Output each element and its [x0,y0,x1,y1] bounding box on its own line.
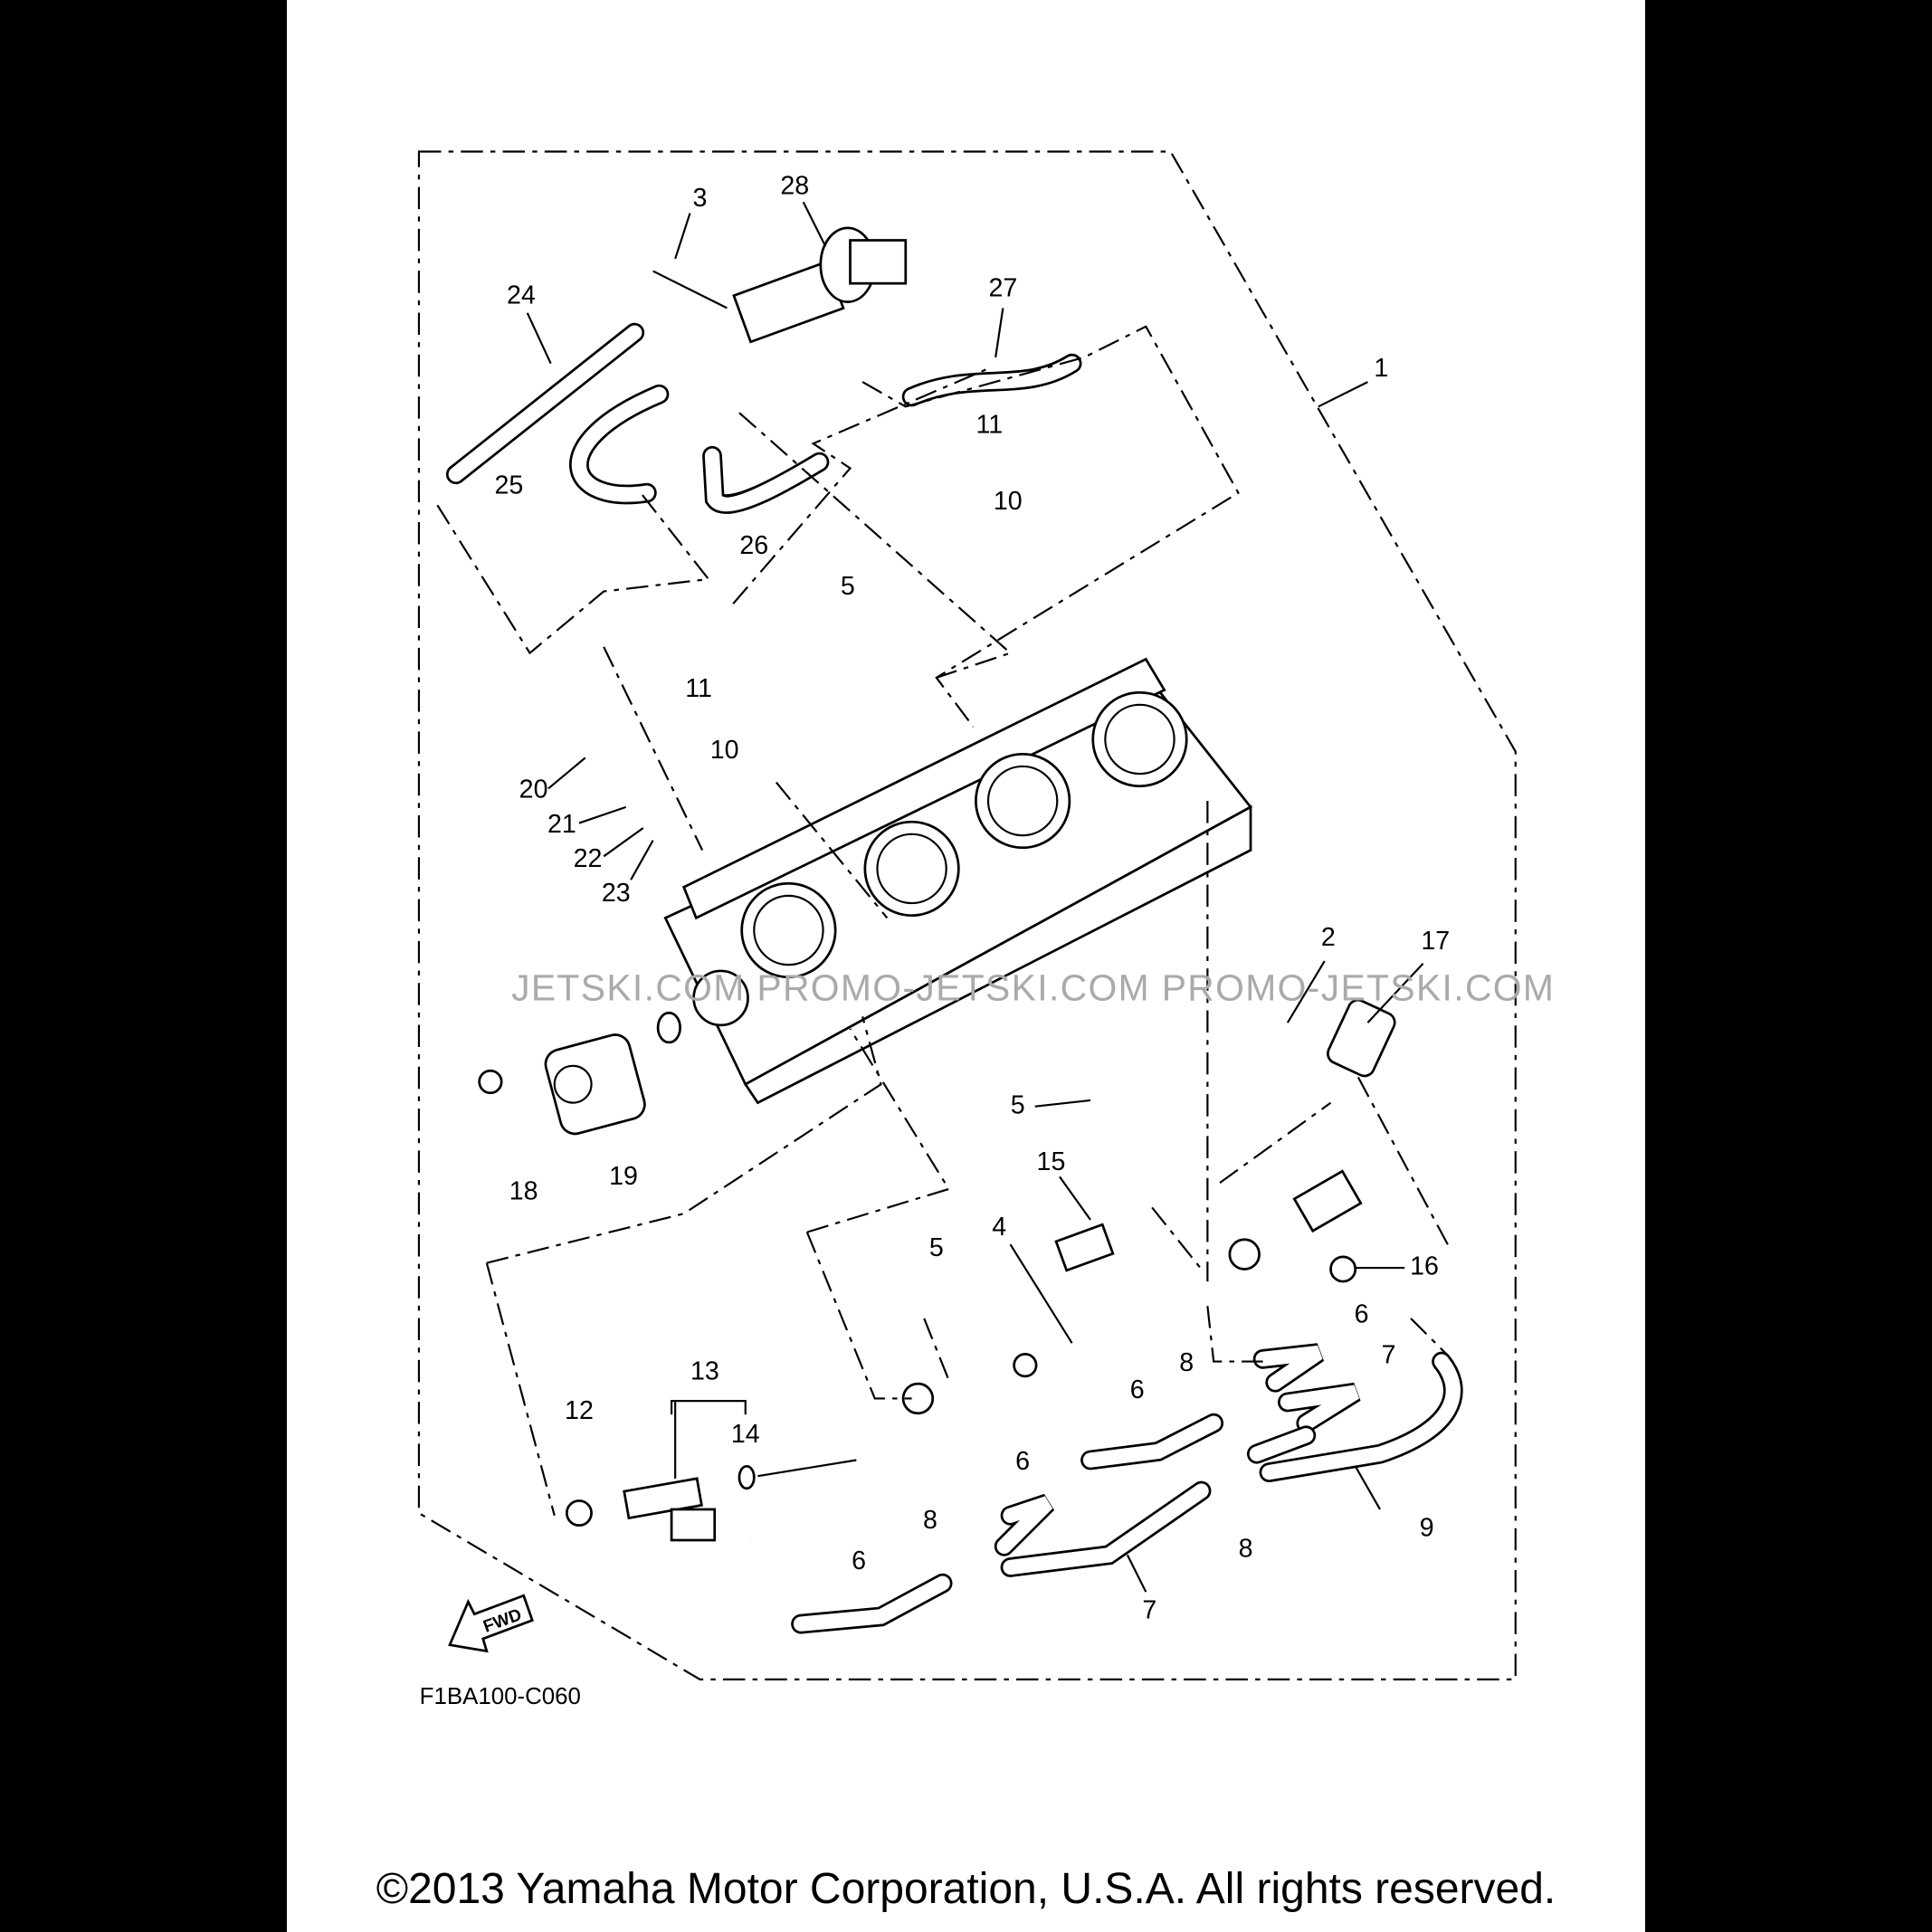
callout-28: 6 [1130,1375,1145,1404]
callout-37: 7 [1142,1596,1156,1625]
callout-21: 15 [1037,1147,1066,1176]
callout-16: 2 [1321,923,1336,952]
fwd-arrow: FWD [448,1594,534,1653]
copyright-footer: ©2013 Yamaha Motor Corporation, U.S.A. A… [376,1865,1556,1913]
callout-5: 11 [976,411,1004,440]
callout-36: 6 [852,1547,866,1575]
callout-32: 6 [1015,1447,1030,1476]
throttle-body [663,657,1253,1105]
watermark: JETSKI.COM PROMO-JETSKI.COM PROMO-JETSKI… [511,967,1555,1009]
callout-13: 21 [547,810,576,839]
callout-2: 24 [507,281,536,310]
callout-10: 11 [685,674,712,703]
callout-11: 10 [710,736,739,765]
callout-30: 13 [690,1356,719,1385]
sensor-17 [1327,998,1396,1078]
throttle-sensor [478,1011,681,1136]
callout-14: 22 [574,844,603,873]
callout-7: 25 [494,471,523,500]
callout-20: 19 [609,1162,638,1191]
callout-24: 16 [1410,1252,1439,1281]
callout-9: 5 [841,572,855,601]
callout-8: 26 [739,531,768,560]
callout-15: 23 [602,879,631,908]
leader-lines [436,201,1449,1593]
callout-19: 18 [509,1177,538,1206]
callout-17: 17 [1421,927,1450,956]
callout-34: 8 [1239,1534,1253,1563]
diagram-code: F1BA100-C060 [420,1684,581,1709]
callout-33: 8 [923,1506,937,1535]
fuel-rail [748,1169,1363,1548]
callout-29: 12 [565,1396,594,1425]
callout-0: 3 [692,184,707,213]
callout-27: 8 [1179,1348,1194,1377]
valve-assembly [652,226,908,344]
callout-23: 5 [929,1233,944,1262]
callout-25: 6 [1355,1300,1369,1329]
callout-4: 1 [1374,354,1388,383]
callout-26: 7 [1382,1341,1396,1370]
callout-18: 5 [1011,1090,1025,1119]
callout-3: 27 [988,274,1017,303]
callout-31: 14 [731,1420,760,1449]
injector [565,1464,756,1542]
callout-6: 10 [994,487,1023,516]
callout-1: 28 [780,172,809,201]
callout-22: 4 [992,1213,1006,1242]
sensor-15 [1054,1223,1115,1272]
callout-12: 20 [519,776,548,804]
callout-35: 9 [1420,1513,1434,1542]
